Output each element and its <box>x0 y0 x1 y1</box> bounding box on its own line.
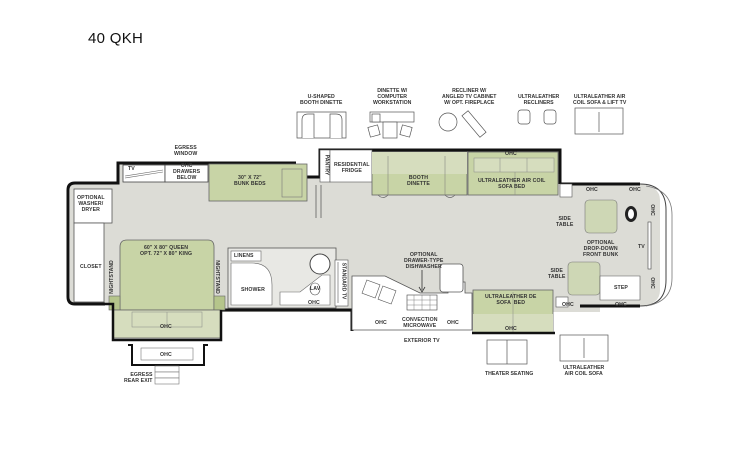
bath-ohc-label: OHC <box>308 300 320 306</box>
step-label: STEP <box>614 285 628 291</box>
cab-ohc-bottom-left-label: OHC <box>562 302 574 308</box>
option-dinette-computer-workstation: DINETTE W/ COMPUTER WORKSTATION <box>373 88 411 107</box>
linens-label: LINENS <box>234 253 254 259</box>
cab-ohc-bottom-right-label: OHC <box>615 302 627 308</box>
bunk-tv-label: TV <box>128 166 135 172</box>
dishwasher-label: OPTIONAL DRAWER-TYPE DISHWASHER <box>404 252 444 271</box>
option-theater-seating: THEATER SEATING <box>485 371 533 377</box>
shower-label: SHOWER <box>241 287 265 293</box>
side-table-bottom-label: SIDE TABLE <box>548 268 566 281</box>
option-label: ULTRALEATHER AIR COIL SOFA <box>563 365 605 378</box>
option-label: DINETTE W/ COMPUTER WORKSTATION <box>373 88 412 107</box>
option-ultraleather-recliners: ULTRALEATHER RECLINERS <box>518 94 559 106</box>
cab-ohc-right-top-label: OHC <box>648 204 655 216</box>
cab-ohc-top-left-label: OHC <box>586 187 598 193</box>
option-label: U-SHAPED BOOTH DINETTE <box>300 94 343 107</box>
lav-label: LAV <box>310 286 321 292</box>
residential-fridge-label: RESIDENTIAL FRIDGE <box>334 162 370 175</box>
nightstand-left-label: NIGHTSTAND <box>108 260 115 294</box>
de-sofa-bed-label: ULTRALEATHER DE SOFA BED <box>485 294 537 307</box>
washer-dryer-label: OPTIONAL WASHER/ DRYER <box>77 195 105 214</box>
option-ultraleather-air-coil-sofa: ULTRALEATHER AIR COIL SOFA <box>563 365 604 377</box>
ohc-drawers-label: OHC DRAWERS BELOW <box>173 163 201 182</box>
egress-rear-exit-label: EGRESS REAR EXIT <box>124 372 153 385</box>
exterior-tv-label: EXTERIOR TV <box>404 338 440 344</box>
side-table-top-label: SIDE TABLE <box>556 216 574 229</box>
cab-ohc-top-right-label: OHC <box>629 187 641 193</box>
option-label: RECLINER W/ ANGLED TV CABINET W/ OPT. FI… <box>442 88 497 107</box>
kitchen-ohc-right-label: OHC <box>447 320 459 326</box>
option-u-shaped-booth-dinette: U-SHAPED BOOTH DINETTE <box>300 94 342 106</box>
option-ultraleather-air-coil-sofa-lift-tv: ULTRALEATHER AIR COIL SOFA & LIFT TV <box>573 94 626 106</box>
bed-ohc-label: OHC <box>160 324 172 330</box>
option-label: ULTRALEATHER AIR COIL SOFA & LIFT TV <box>573 94 627 107</box>
front-tv-label: TV <box>638 244 645 250</box>
de-sofa-ohc-label: OHC <box>505 326 517 332</box>
option-label: ULTRALEATHER RECLINERS <box>518 94 560 107</box>
kitchen-ohc-left-label: OHC <box>375 320 387 326</box>
option-label: THEATER SEATING <box>485 371 534 377</box>
convection-microwave-label: CONVECTION MICROWAVE <box>402 317 438 330</box>
rear-ohc-label: OHC <box>160 352 172 358</box>
bed-label: 60" X 80" QUEEN OPT. 72" X 80" KING <box>140 245 193 258</box>
bunk-beds-label: 30" X 72" BUNK BEDS <box>234 175 266 188</box>
model-title: 40 QKH <box>88 30 144 47</box>
closet-label: CLOSET <box>80 264 102 270</box>
booth-dinette-label: BOOTH DINETTE <box>407 175 430 188</box>
option-recliner-angled-tv-cabinet: RECLINER W/ ANGLED TV CABINET W/ OPT. FI… <box>442 88 496 107</box>
cab-ohc-right-bottom-label: OHC <box>648 277 655 289</box>
egress-window-label: EGRESS WINDOW <box>174 145 198 158</box>
nightstand-right-label: NIGHTSTAND <box>213 260 220 294</box>
pantry-label: PANTRY <box>323 154 330 176</box>
sofa-ohc-label: OHC <box>505 151 517 157</box>
air-coil-sofa-bed-label: ULTRALEATHER AIR COIL SOFA BED <box>478 178 546 191</box>
standard-tv-label: STANDARD TV <box>340 262 347 300</box>
front-bunk-label: OPTIONAL DROP-DOWN FRONT BUNK <box>583 240 619 259</box>
